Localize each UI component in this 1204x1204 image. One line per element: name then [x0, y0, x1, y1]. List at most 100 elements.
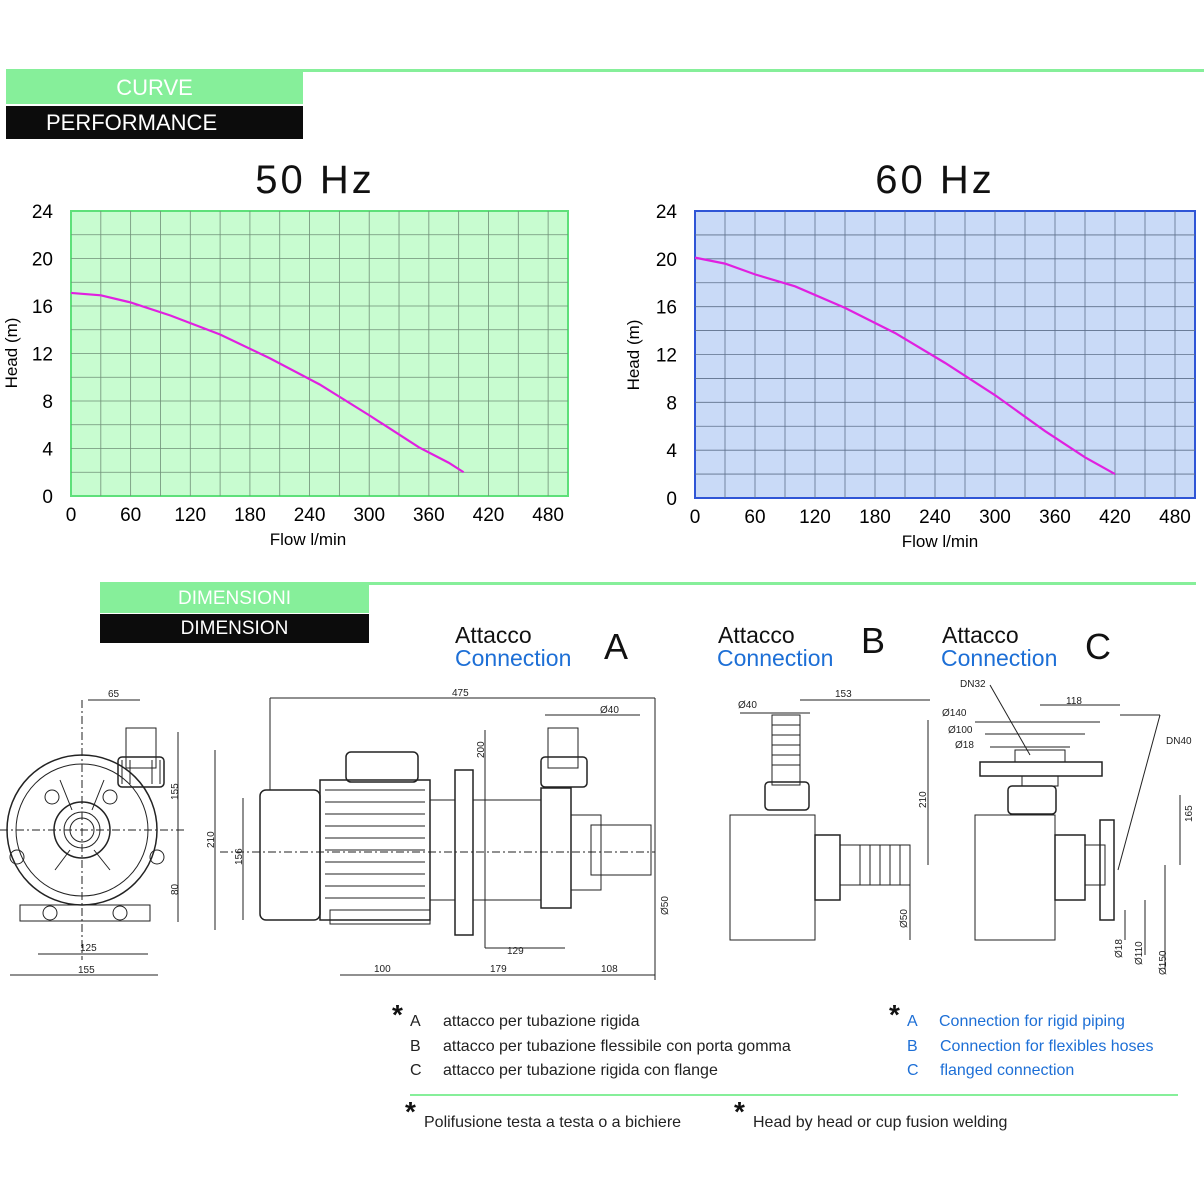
chart-60hz-ytick-label: 0	[666, 489, 677, 510]
dim-65: 65	[108, 689, 120, 700]
chart-60hz-ytick-label: 20	[656, 250, 677, 271]
dim-c-d150: Ø150	[1158, 950, 1169, 975]
legend-en-c-text: flanged connection	[940, 1062, 1075, 1079]
connection-c-en: Connection	[941, 645, 1058, 671]
legend-it-c-text: attacco per tubazione rigida con flange	[443, 1062, 718, 1079]
chart-60hz-ytick-label: 8	[666, 393, 677, 414]
chart-60hz-xtick-label: 0	[690, 507, 701, 528]
legend-en-b-letter: B	[907, 1038, 918, 1055]
chart-50hz-grid	[71, 211, 568, 496]
chart-50hz-ytick-label: 0	[42, 487, 53, 508]
chart-50hz-xtick-label: 60	[120, 505, 141, 526]
dim-b-d50: Ø50	[899, 909, 910, 928]
legend-en-a-text: Connection for rigid piping	[939, 1013, 1125, 1030]
legend-it-c-letter: C	[410, 1062, 422, 1079]
dim-80: 80	[170, 883, 181, 895]
chart-60hz-xtick-label: 180	[859, 507, 891, 528]
dimensioni-tab: DIMENSIONI	[100, 585, 369, 613]
chart-50hz-ytick-label: 12	[32, 345, 53, 366]
legend-it-a-letter: A	[410, 1013, 421, 1030]
connection-c-drawing	[974, 684, 1181, 970]
dim-129: 129	[507, 946, 524, 957]
legend-it-b-text: attacco per tubazione flessibile con por…	[443, 1038, 791, 1055]
dim-c-d18-bottom: Ø18	[1114, 939, 1125, 958]
chart-60hz-xtick-label: 240	[919, 507, 951, 528]
chart-50hz-xtick-label: 240	[294, 505, 326, 526]
chart-60hz-ytick-label: 16	[656, 298, 677, 319]
dim-c-dn32: DN32	[960, 679, 986, 690]
dim-125: 125	[80, 943, 97, 954]
side-view-drawing	[214, 697, 656, 980]
chart-60hz-xlabel: Flow l/min	[902, 532, 979, 551]
legend-it-b-letter: B	[410, 1038, 421, 1055]
chart-60hz-xtick-labels: 0 60 120 180 240 300 360 420 480	[690, 507, 1191, 528]
connection-b-letter: B	[861, 620, 886, 661]
connection-b-it: Attacco	[718, 622, 795, 648]
dimension-green-rule	[100, 582, 1196, 585]
connection-b-en: Connection	[717, 645, 834, 671]
dim-c-d140: Ø140	[942, 708, 967, 719]
note-it-text: Polifusione testa a testa o a bichiere	[424, 1114, 682, 1131]
dim-d50-side: Ø50	[660, 896, 671, 915]
note-it-star: *	[405, 1096, 416, 1127]
chart-60hz-series-line	[694, 256, 1116, 476]
note-en-star: *	[734, 1096, 745, 1127]
legend-en-c-letter: C	[907, 1062, 919, 1079]
legend-en-star: *	[889, 999, 900, 1030]
dim-b-210: 210	[918, 791, 929, 808]
chart-60hz-xtick-label: 420	[1099, 507, 1131, 528]
chart-50hz-series-line	[70, 291, 465, 474]
legend-it-star: *	[392, 999, 403, 1030]
dim-c-d100: Ø100	[948, 725, 973, 736]
chart-50hz-ytick-label: 20	[32, 250, 53, 271]
connection-a-it: Attacco	[455, 622, 532, 648]
dim-155-vertical: 155	[170, 783, 181, 800]
dim-b-153: 153	[835, 689, 852, 700]
chart-60hz-xtick-label: 360	[1039, 507, 1071, 528]
chart-50hz-xtick-label: 360	[413, 505, 445, 526]
connection-a-en: Connection	[455, 645, 572, 671]
dim-156: 156	[234, 848, 245, 865]
chart-60hz-ylabel: Head (m)	[624, 320, 643, 391]
dim-210: 210	[206, 831, 217, 848]
dim-c-d110: Ø110	[1134, 941, 1145, 965]
dimension-tab: DIMENSION	[100, 614, 369, 643]
dim-c-d18: Ø18	[955, 740, 974, 751]
dimension-labels: 65 155 80 125 155 475 Ø40 200 210 156 Ø5…	[78, 679, 1195, 976]
chart-50hz-xlabel: Flow l/min	[270, 530, 347, 549]
chart-60hz-xtick-label: 120	[799, 507, 831, 528]
connection-b-drawing	[729, 699, 930, 941]
note-en-text: Head by head or cup fusion welding	[753, 1114, 1008, 1131]
dim-d40-side: Ø40	[600, 705, 619, 716]
dim-c-dn40: DN40	[1166, 736, 1192, 747]
dim-100: 100	[374, 964, 391, 975]
chart-60hz-xtick-label: 60	[744, 507, 765, 528]
connection-c-letter: C	[1085, 626, 1111, 667]
dim-155-horizontal: 155	[78, 965, 95, 976]
chart-50hz-xtick-label: 0	[66, 505, 77, 526]
chart-60hz-ytick-label: 4	[666, 441, 677, 462]
chart-60hz-ytick-label: 24	[656, 202, 678, 223]
chart-50hz-ylabel: Head (m)	[2, 318, 21, 389]
chart-60hz-xtick-label: 300	[979, 507, 1011, 528]
legend-en-b-text: Connection for flexibles hoses	[940, 1038, 1154, 1055]
chart-50hz-ytick-label: 4	[42, 440, 53, 461]
chart-50hz-ytick-label: 16	[32, 297, 53, 318]
dim-475: 475	[452, 688, 469, 699]
chart-50hz-xtick-label: 480	[532, 505, 564, 526]
curve-tab: CURVE	[6, 72, 303, 104]
dim-b-d40: Ø40	[738, 700, 757, 711]
dim-179: 179	[490, 964, 507, 975]
top-green-rule	[6, 69, 1204, 72]
front-view-drawing	[0, 699, 185, 976]
chart-50hz-xtick-label: 420	[473, 505, 505, 526]
legend-en-a-letter: A	[907, 1013, 918, 1030]
chart-60hz-ytick-labels: 0 4 8 12 16 20 24	[656, 202, 678, 510]
chart-60hz-xtick-label: 480	[1159, 507, 1191, 528]
chart-60hz-grid	[695, 211, 1195, 498]
chart-60hz-title: 60 Hz	[875, 158, 995, 202]
chart-60hz-ytick-label: 12	[656, 346, 677, 367]
